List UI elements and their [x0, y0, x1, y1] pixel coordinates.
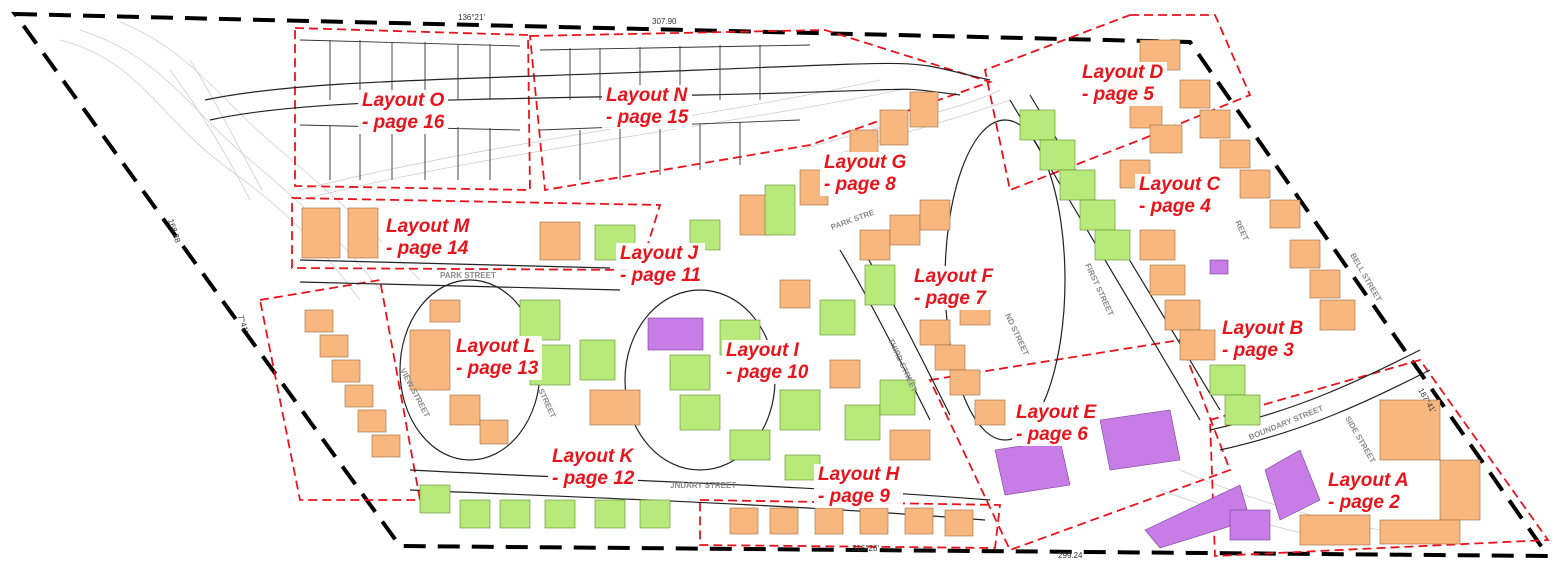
top-length: 307.90	[652, 17, 677, 26]
layout-j-name: Layout J	[620, 243, 699, 264]
layout-k-page: - page 12	[552, 468, 635, 489]
layout-e-page: - page 6	[1016, 424, 1088, 445]
layout-e-outline	[928, 338, 1232, 552]
layout-a-name: Layout A	[1328, 470, 1409, 491]
green-dwellings	[419, 109, 1261, 529]
layout-o-name: Layout O	[362, 90, 445, 111]
layout-k-label[interactable]: Layout K - page 12	[548, 446, 639, 490]
layout-f-name: Layout F	[914, 266, 994, 287]
bottom-bearing: 316°26'	[852, 544, 879, 553]
orange-dwellings	[301, 39, 1481, 546]
reet-label: REET	[1233, 219, 1250, 242]
layout-i-page: - page 10	[726, 362, 809, 383]
layout-o-outline	[294, 27, 531, 191]
park-street-label: PARK STREET	[440, 271, 496, 280]
layout-n-name: Layout N	[606, 85, 688, 106]
layout-g-label[interactable]: Layout G - page 8	[820, 152, 911, 196]
layout-l-label[interactable]: Layout L - page 13	[452, 336, 543, 380]
layout-d-page: - page 5	[1082, 84, 1154, 105]
layout-l-page: - page 13	[456, 358, 539, 379]
layout-o-page: - page 16	[362, 112, 445, 133]
layout-h-label[interactable]: Layout H - page 9	[814, 464, 904, 508]
purple-buildings	[647, 259, 1321, 549]
layout-a-page: - page 2	[1328, 492, 1400, 513]
contour-lines	[59, 21, 1381, 546]
layout-e-label[interactable]: Layout E - page 6	[1012, 402, 1101, 446]
layout-g-page: - page 8	[824, 174, 896, 195]
layout-i-label[interactable]: Layout I - page 10	[722, 340, 813, 384]
layout-j-page: - page 11	[620, 265, 701, 286]
layout-m-name: Layout M	[386, 216, 470, 237]
layout-f-label[interactable]: Layout F - page 7	[910, 266, 998, 310]
layout-k-name: Layout K	[552, 446, 634, 467]
layout-h-name: Layout H	[818, 464, 900, 485]
layout-d-name: Layout D	[1082, 62, 1164, 83]
nd-street-label: ND STREET	[1003, 312, 1030, 357]
layout-o-label[interactable]: Layout O - page 16	[358, 90, 449, 134]
layout-c-name: Layout C	[1139, 174, 1221, 195]
site-boundary	[11, 11, 1552, 559]
layout-h-page: - page 9	[818, 486, 890, 507]
bottom-length: 299.24	[1058, 551, 1083, 560]
layout-d-outline	[983, 14, 1252, 192]
layout-c-page: - page 4	[1139, 196, 1211, 217]
layout-e-name: Layout E	[1016, 402, 1097, 423]
layout-l-name: Layout L	[456, 336, 536, 357]
layout-k-outline	[258, 278, 422, 501]
layout-i-name: Layout I	[726, 340, 799, 361]
layout-m-page: - page 14	[386, 238, 469, 259]
street-fragment-label: STREET	[536, 387, 558, 420]
layout-n-label[interactable]: Layout N - page 15	[602, 85, 693, 129]
left-bearing: 7°41'	[236, 314, 250, 334]
layout-g-name: Layout G	[824, 152, 907, 173]
layout-b-label[interactable]: Layout B - page 3	[1218, 318, 1308, 362]
layout-n-page: - page 15	[606, 107, 689, 128]
side-street-label: SIDE STREET	[1343, 415, 1377, 465]
layout-b-name: Layout B	[1222, 318, 1304, 339]
layout-m-label[interactable]: Layout M - page 14	[382, 216, 474, 260]
layout-d-label[interactable]: Layout D - page 5	[1078, 62, 1168, 106]
layout-c-label[interactable]: Layout C - page 4	[1135, 174, 1225, 218]
boundary-street-label-2: JNDARY STREET	[670, 481, 736, 490]
layout-f-page: - page 7	[914, 288, 986, 309]
park-street-label-2: PARK STRE	[830, 208, 877, 232]
layout-b-page: - page 3	[1222, 340, 1294, 361]
left-length: 168.88	[166, 218, 182, 245]
top-bearing: 136°21'	[458, 13, 485, 22]
layout-a-label[interactable]: Layout A - page 2	[1324, 470, 1413, 514]
layout-j-label[interactable]: Layout J - page 11	[616, 243, 705, 287]
